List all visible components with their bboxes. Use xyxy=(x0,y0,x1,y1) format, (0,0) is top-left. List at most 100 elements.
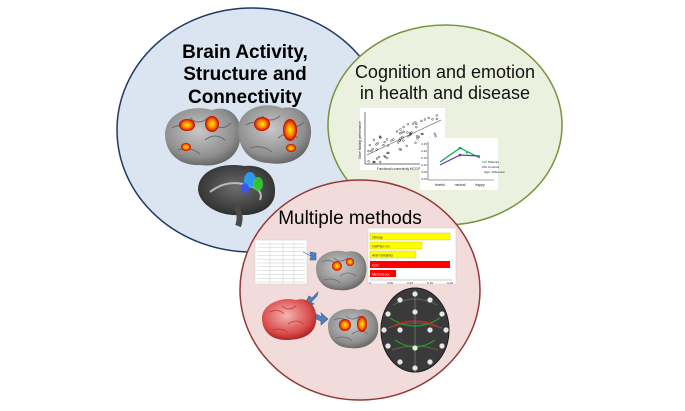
scatter-dot xyxy=(378,135,382,138)
scatter-dot xyxy=(395,130,399,133)
bar-label-y2: Anti-Oxidants xyxy=(372,254,393,258)
bar-red-1 xyxy=(370,270,396,277)
methods-circle-title: Multiple methods xyxy=(278,208,422,229)
lp-ytick: 0.15 xyxy=(421,156,427,160)
scatter-dot xyxy=(402,125,405,129)
scatter-dot xyxy=(434,135,437,138)
cognition-title-line-2: in health and disease xyxy=(359,83,531,104)
scatter-dot xyxy=(373,160,376,164)
scatter-dot xyxy=(435,117,438,121)
scatter-dot xyxy=(402,139,405,142)
eeg-electrode xyxy=(397,359,403,365)
scatter-dot xyxy=(427,116,430,120)
scatter-dot xyxy=(433,132,436,135)
bar-axis-tick: 0.10 xyxy=(407,281,413,285)
scatter-dot xyxy=(383,140,386,144)
eeg-electrode xyxy=(412,291,418,297)
bar-label-y0: Climap xyxy=(372,236,383,240)
brain-sagittal-dti xyxy=(198,165,276,228)
scatter-dot xyxy=(375,143,378,146)
scatter-dot xyxy=(375,157,379,160)
scatter-dot xyxy=(397,141,400,144)
scatter-dot xyxy=(375,148,378,151)
bar-yellow-2 xyxy=(369,250,417,259)
eeg-head-map xyxy=(380,287,450,373)
scatter-dot xyxy=(420,119,423,123)
lp-ytick: 0.20 xyxy=(421,149,427,153)
scatter-dot xyxy=(371,147,374,151)
scatter-dot xyxy=(399,148,403,151)
bar-label-y1: OxiPlex-Ox. xyxy=(372,245,391,249)
scatter-dot xyxy=(410,131,413,134)
brain-right-lateral xyxy=(237,105,312,164)
scatter-dot xyxy=(367,160,370,163)
lp-cat-2: happy xyxy=(475,183,485,187)
brain-circle-title: Brain Activity, Structure and Connectivi… xyxy=(150,42,340,109)
scatter-dot xyxy=(386,156,389,160)
scatter-dot xyxy=(414,141,417,144)
scatter-dot xyxy=(414,121,417,124)
lp-ytick: 0.10 xyxy=(421,163,427,167)
scatter-dot xyxy=(415,122,418,126)
bar-label-r1: Method cor. xyxy=(372,273,390,277)
methods-brain-activation xyxy=(316,250,367,291)
scatter-dot xyxy=(398,148,401,151)
eeg-electrode xyxy=(397,327,403,333)
lp-legend-2: Sign. difference xyxy=(484,170,505,174)
arrow-table-to-brain xyxy=(302,251,317,261)
scatter-dot xyxy=(416,137,419,140)
scatter-dot xyxy=(368,144,371,147)
methods-brain-fmri xyxy=(328,308,379,349)
eeg-electrode xyxy=(397,297,403,303)
scatter-dot xyxy=(392,138,395,141)
brain-title-line-2: Structure and xyxy=(183,64,307,86)
bar-chart: Climap OxiPlex-Ox. Anti-Oxidants Corr Me… xyxy=(367,227,457,285)
scatter-dot xyxy=(400,131,404,134)
scatter-dot xyxy=(405,144,408,148)
bar-axis-tick: 0.15 xyxy=(427,281,433,285)
eeg-electrode xyxy=(427,359,433,365)
scatter-dot xyxy=(407,135,410,138)
bar-red-0 xyxy=(370,261,450,268)
scatter-dot xyxy=(372,138,376,141)
eeg-electrode xyxy=(412,365,418,371)
eeg-electrode xyxy=(412,345,418,351)
scatter-dot xyxy=(367,149,370,153)
cognition-circle-title: Cognition and emotion in health and dise… xyxy=(340,62,550,104)
scatter-dot xyxy=(377,155,381,159)
eeg-electrode xyxy=(443,327,449,333)
eeg-electrode xyxy=(381,327,387,333)
eeg-electrode xyxy=(427,297,433,303)
scatter-dot xyxy=(376,142,379,145)
bar-yellow-1 xyxy=(369,241,423,250)
scatter-dot xyxy=(415,125,418,129)
data-table xyxy=(254,239,308,285)
bar-label-r0: Corr xyxy=(372,264,380,268)
brain-title-line-1: Brain Activity, xyxy=(182,42,308,63)
lp-ytick: 0.00 xyxy=(421,177,427,181)
scatter-dot xyxy=(402,130,406,133)
scatter-dot xyxy=(435,114,438,117)
cognition-title-line-1: Cognition and emotion xyxy=(354,62,536,82)
scatter-dot xyxy=(409,133,412,136)
scatter-dot xyxy=(399,128,402,131)
brain-title-line-3: Connectivity xyxy=(187,86,303,108)
scatter-dot xyxy=(379,160,382,164)
scatter-dot xyxy=(406,123,410,126)
scatter-dot xyxy=(385,138,389,141)
scatter-dot xyxy=(386,151,389,155)
eeg-electrode xyxy=(412,309,418,315)
scatter-dot xyxy=(382,143,385,147)
eeg-electrode xyxy=(385,343,391,349)
scatter-dot xyxy=(423,118,427,121)
scatter-dot xyxy=(383,154,386,158)
eeg-electrode xyxy=(385,311,391,317)
lp-cat-1: neutral xyxy=(455,183,466,187)
lp-legend-0: Patients xyxy=(488,160,499,164)
scatter-dot xyxy=(398,139,401,142)
scatter-ylabel: Gaze holding performance xyxy=(358,121,362,159)
scatter-dot xyxy=(401,135,404,139)
lp-ytick: 0.25 xyxy=(421,142,427,146)
scatter-dot xyxy=(406,131,409,134)
